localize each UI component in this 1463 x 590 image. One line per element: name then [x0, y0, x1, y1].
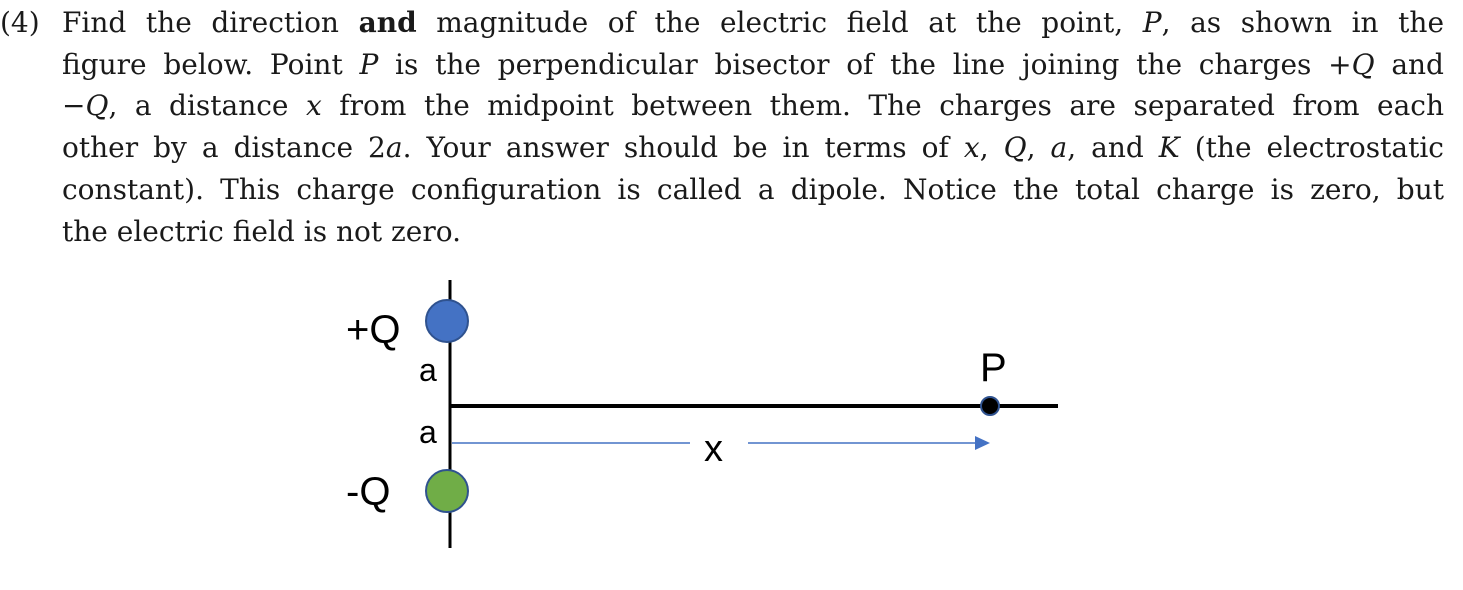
text-run: magnitude of the electric field at the p… [416, 6, 1143, 39]
text-run: is the perpendicular bisector of the lin… [378, 47, 1352, 81]
math-variable: Q [1351, 47, 1375, 81]
point-p-label: P [980, 346, 1007, 390]
negative-charge [425, 469, 469, 513]
text-run: , a distance [108, 89, 306, 123]
problem-line: Find the direction and magnitude of the … [62, 2, 1444, 44]
text-run: Find the direction [62, 6, 359, 39]
text-run: , and [1067, 131, 1159, 165]
bold-text: and [358, 6, 417, 39]
text-run: , [1026, 131, 1051, 165]
problem-line: figure below. Point P is the perpendicul… [62, 44, 1444, 86]
text-run: , as shown in the [1161, 6, 1445, 39]
problem-line: the electric field is not zero. [62, 211, 1444, 253]
text-run: the electric field is not zero. [62, 214, 461, 248]
positive-charge-label: +Q [346, 308, 400, 352]
math-variable: x [306, 89, 322, 123]
problem-number: (4) [0, 6, 40, 39]
math-variable: P [359, 47, 379, 81]
text-run: constant). This charge configuration is … [62, 172, 1444, 206]
math-variable: Q [85, 89, 109, 123]
math-variable: a [1050, 131, 1068, 165]
horizontal-distance-label: x [704, 428, 723, 470]
text-run: . Your answer should be in terms of [402, 131, 964, 165]
distance-arrow-head [975, 436, 990, 450]
problem-statement: (4) Find the direction and magnitude of … [0, 2, 1444, 252]
text-run: (the electrostatic [1179, 131, 1444, 165]
math-variable: x [963, 131, 980, 165]
text-run: and [1374, 47, 1444, 81]
upper-distance-label: a [419, 352, 437, 388]
lower-distance-label: a [419, 414, 437, 450]
text-run: − [62, 89, 86, 123]
problem-line: constant). This charge configuration is … [62, 169, 1444, 211]
text-run: , [979, 131, 1004, 165]
math-variable: P [1142, 6, 1162, 39]
positive-charge [425, 299, 469, 343]
problem-line: other by a distance 2a. Your answer shou… [62, 127, 1444, 169]
text-run: other by a distance 2 [62, 131, 386, 165]
math-variable: K [1158, 131, 1180, 165]
text-run: figure below. Point [62, 47, 360, 81]
negative-charge-label: -Q [346, 470, 390, 514]
math-variable: a [385, 131, 403, 165]
point-p-marker [980, 396, 1000, 416]
text-run: from the midpoint between them. The char… [321, 89, 1444, 123]
problem-text: Find the direction and magnitude of the … [62, 2, 1444, 252]
math-variable: Q [1003, 131, 1027, 165]
problem-line: −Q, a distance x from the midpoint betwe… [62, 85, 1444, 127]
